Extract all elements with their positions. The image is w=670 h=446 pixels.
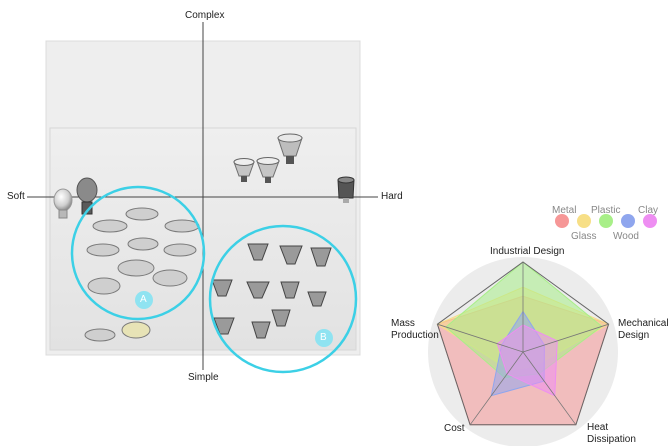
cluster-a-ring — [70, 185, 206, 321]
legend-label-glass: Glass — [571, 231, 597, 242]
axis-label-bottom: Simple — [188, 372, 219, 383]
legend-dot-glass — [577, 214, 591, 228]
bulb-group-soft — [53, 177, 98, 219]
legend-dot-plastic — [599, 214, 613, 228]
legend-dot-metal — [555, 214, 569, 228]
legend-label-wood: Wood — [613, 231, 639, 242]
axis-label-top: Complex — [185, 10, 225, 21]
radar-spoke — [522, 351, 577, 426]
axis-label-right: Hard — [381, 191, 403, 202]
legend-label-metal: Metal — [552, 205, 577, 216]
radar-axis-label-heat-dissipation: Heat Dissipation — [587, 422, 636, 445]
spotlight-group-b — [211, 243, 332, 339]
legend-dot-wood — [621, 214, 635, 228]
radar-frame — [436, 261, 610, 426]
legend-label-plastic: Plastic — [591, 205, 621, 216]
spotlight-group-upper — [233, 133, 355, 203]
axis-label-left: Soft — [7, 191, 25, 202]
radar-axis-label-cost: Cost — [444, 423, 465, 434]
radar-axis-label-industrial-design: Industrial Design — [490, 246, 565, 257]
radar-axis-label-mechanical-design: Mechanical Design — [618, 318, 669, 341]
downlight-group-a — [84, 207, 200, 342]
radar-spoke — [522, 323, 609, 353]
radar-spoke — [469, 351, 524, 426]
legend-label-clay: Clay — [638, 205, 659, 216]
legend-dot-clay — [643, 214, 657, 228]
cluster-b-label: B — [320, 332, 327, 343]
cluster-b-ring — [208, 224, 358, 374]
radar-axis-label-mass-production: Mass Production — [391, 318, 439, 341]
radar-chart — [428, 257, 618, 446]
radar-spoke — [437, 323, 524, 353]
cluster-a-badge — [135, 291, 153, 309]
cluster-a-label: A — [140, 294, 147, 305]
cluster-b-badge — [315, 329, 333, 347]
